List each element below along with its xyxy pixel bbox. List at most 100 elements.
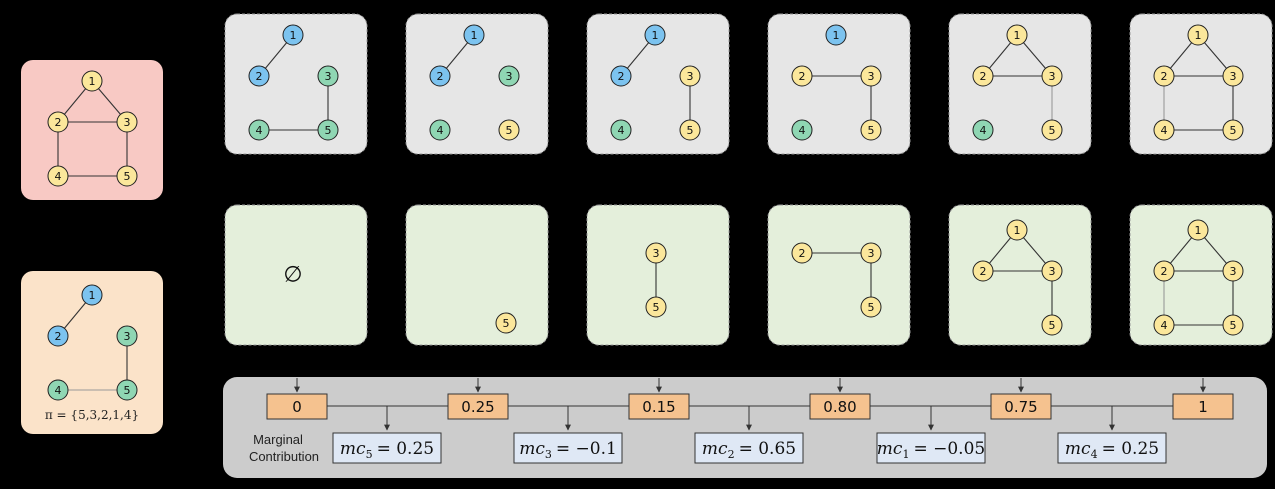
- svg-text:5: 5: [124, 384, 131, 397]
- svg-text:4: 4: [256, 124, 263, 137]
- svg-text:3: 3: [1049, 70, 1056, 83]
- svg-text:5: 5: [1049, 124, 1056, 137]
- svg-text:5: 5: [1230, 124, 1237, 137]
- perm-node-1: 1: [81, 284, 103, 306]
- svg-text:3: 3: [124, 116, 131, 129]
- svg-text:4: 4: [618, 124, 625, 137]
- full-node-5: 5: [116, 165, 138, 187]
- svg-text:1: 1: [89, 289, 96, 302]
- svg-text:1: 1: [290, 29, 297, 42]
- coalition-1-node-2: 2: [248, 65, 270, 87]
- svg-text:3: 3: [506, 70, 513, 83]
- svg-text:5: 5: [868, 301, 875, 314]
- svg-text:2: 2: [799, 70, 806, 83]
- svg-text:3: 3: [1230, 265, 1237, 278]
- coalition-1-node-3: 3: [317, 65, 339, 87]
- coalition-1-node-5: 5: [317, 119, 339, 141]
- coalition-5-node-3: 3: [1041, 65, 1063, 87]
- svg-text:2: 2: [55, 330, 62, 343]
- svg-text:2: 2: [437, 70, 444, 83]
- value-box-5: 0.75: [990, 393, 1052, 420]
- subgraph-4-node-5: 5: [860, 296, 882, 318]
- svg-text:1: 1: [1014, 224, 1021, 237]
- svg-text:2: 2: [55, 116, 62, 129]
- coalition-4-node-3: 3: [860, 65, 882, 87]
- coalition-panel-1: 1 2 3 4 5: [224, 13, 368, 155]
- coalition-5-node-2: 2: [972, 65, 994, 87]
- svg-text:4: 4: [437, 124, 444, 137]
- mc-box-5: mc4= 0.25: [1057, 432, 1167, 464]
- empty-set-symbol: ∅: [283, 263, 302, 288]
- svg-text:1: 1: [471, 29, 478, 42]
- coalition-6-node-4: 4: [1153, 119, 1175, 141]
- svg-text:3: 3: [124, 330, 131, 343]
- coalition-4-node-4: 4: [791, 119, 813, 141]
- subgraph-panel-2: 5: [405, 204, 549, 346]
- value-box-2: 0.25: [447, 393, 509, 420]
- subgraph-2-node-5: 5: [495, 312, 517, 334]
- full-node-3: 3: [116, 111, 138, 133]
- svg-text:3: 3: [1230, 70, 1237, 83]
- subgraph-5-node-5: 5: [1041, 314, 1063, 336]
- coalition-4-node-5: 5: [860, 119, 882, 141]
- subgraph-panel-3: 35: [586, 204, 730, 346]
- svg-text:4: 4: [980, 124, 987, 137]
- coalition-6-node-5: 5: [1222, 119, 1244, 141]
- mc-box-1: mc5= 0.25: [332, 432, 442, 464]
- full-node-2: 2: [47, 111, 69, 133]
- mc-box-2: mc3= −0.1: [513, 432, 623, 464]
- svg-text:3: 3: [653, 247, 660, 260]
- subgraph-3-node-5: 5: [645, 296, 667, 318]
- mc-text-4: mc1= −0.05: [877, 439, 985, 461]
- coalition-1-node-1: 1: [282, 24, 304, 46]
- svg-text:1: 1: [89, 75, 96, 88]
- value-text-1: 0: [292, 398, 302, 416]
- marginal-label-line2: Contribution: [249, 449, 319, 464]
- coalition-6-node-3: 3: [1222, 65, 1244, 87]
- svg-text:1: 1: [833, 29, 840, 42]
- value-text-3: 0.15: [642, 398, 675, 416]
- coalition-2-node-2: 2: [429, 65, 451, 87]
- coalition-2-node-5: 5: [498, 119, 520, 141]
- mc-text-5: mc4= 0.25: [1065, 439, 1159, 461]
- mc-text-2: mc3= −0.1: [519, 439, 617, 461]
- coalition-4-node-1: 1: [825, 24, 847, 46]
- svg-text:5: 5: [503, 317, 510, 330]
- svg-text:3: 3: [325, 70, 332, 83]
- coalition-panel-5: 1 2 3 4 5: [948, 13, 1092, 155]
- mc-text-3: mc2= 0.65: [702, 439, 796, 461]
- subgraph-panel-1: ∅: [224, 204, 368, 346]
- svg-text:1: 1: [1195, 29, 1202, 42]
- svg-text:2: 2: [618, 70, 625, 83]
- subgraph-6-node-3: 3: [1222, 260, 1244, 282]
- permutation-label: π = {5,3,2,1,4}: [45, 408, 139, 422]
- value-box-4: 0.80: [809, 393, 871, 420]
- coalition-panel-2: 1 2 3 4 5: [405, 13, 549, 155]
- coalition-5-node-4: 4: [972, 119, 994, 141]
- coalition-2-node-4: 4: [429, 119, 451, 141]
- svg-text:4: 4: [55, 384, 62, 397]
- subgraph-4-node-3: 3: [860, 242, 882, 264]
- svg-text:1: 1: [1195, 224, 1202, 237]
- subgraph-5-node-1: 1: [1006, 219, 1028, 241]
- svg-text:1: 1: [1014, 29, 1021, 42]
- permutation-graph: 1 2 3 4 5: [47, 284, 138, 401]
- subgraph-6-node-1: 1: [1187, 219, 1209, 241]
- subgraph-5-node-3: 3: [1041, 260, 1063, 282]
- svg-text:4: 4: [1161, 319, 1168, 332]
- coalition-5-node-1: 1: [1006, 24, 1028, 46]
- subgraph-4-node-2: 2: [791, 242, 813, 264]
- coalition-3-node-5: 5: [679, 119, 701, 141]
- value-text-2: 0.25: [461, 398, 494, 416]
- svg-text:2: 2: [256, 70, 263, 83]
- perm-node-4: 4: [47, 379, 69, 401]
- svg-text:5: 5: [124, 170, 131, 183]
